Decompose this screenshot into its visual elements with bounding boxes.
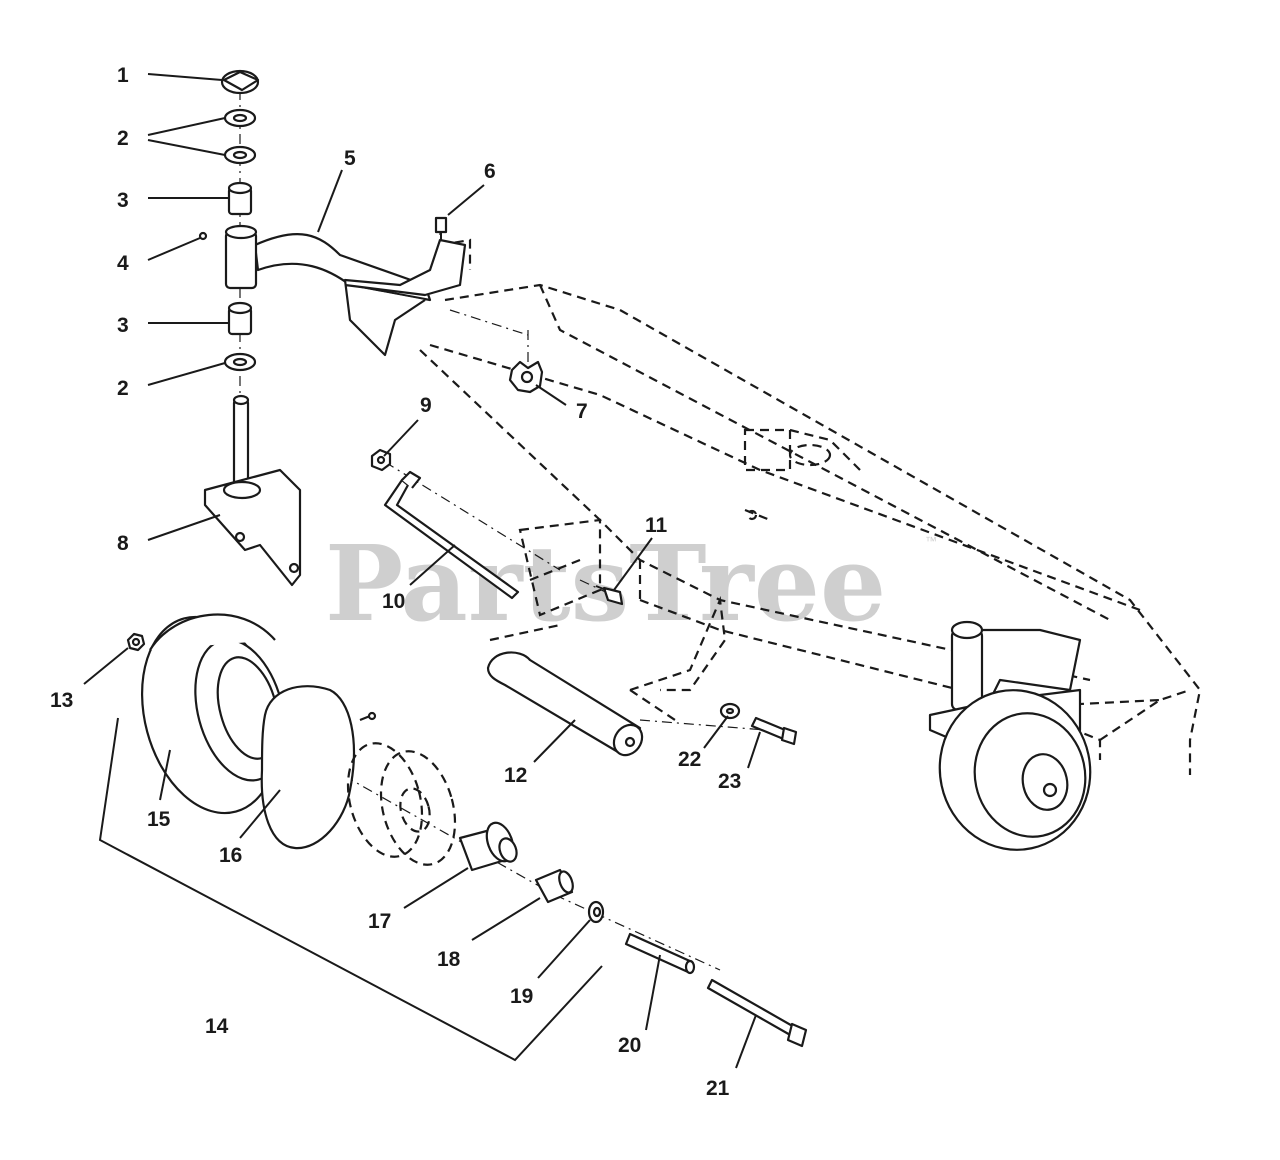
rim-halves <box>346 742 457 866</box>
callout-16: 16 <box>219 844 242 867</box>
callout-1: 1 <box>117 64 129 87</box>
callout-9: 9 <box>420 394 432 417</box>
spacer-tube-20 <box>624 932 696 975</box>
mower-deck-outline <box>419 238 1202 775</box>
spacer-18 <box>534 868 574 904</box>
axle-bolt-21 <box>706 978 808 1048</box>
callout-8: 8 <box>117 532 129 555</box>
callout-18: 18 <box>437 948 461 971</box>
callout-19: 19 <box>510 985 533 1008</box>
callout-6: 6 <box>484 160 496 183</box>
caster-bushing-lower <box>223 301 257 372</box>
callout-3b: 3 <box>117 314 129 337</box>
caster-bushing-upper <box>227 181 253 216</box>
callout-labels: 1 2 3 4 3 2 5 6 7 8 9 10 11 12 13 14 15 … <box>50 64 741 1100</box>
callout-4: 4 <box>117 252 129 275</box>
callout-21: 21 <box>706 1077 730 1100</box>
callout-3a: 3 <box>117 189 129 212</box>
callout-14: 14 <box>205 1015 229 1038</box>
caster-cap <box>220 69 260 95</box>
watermark-text: PartsTree <box>325 522 886 645</box>
anti-scalp-roller-12 <box>486 651 644 757</box>
flange-nut-7 <box>508 360 544 394</box>
tube-16 <box>260 685 377 850</box>
callout-17: 17 <box>368 910 391 933</box>
callout-2a: 2 <box>117 127 129 150</box>
callout-2b: 2 <box>117 377 129 400</box>
callout-5: 5 <box>344 147 356 170</box>
callout-10: 10 <box>382 590 405 613</box>
caster-arm <box>224 224 467 357</box>
callout-15: 15 <box>147 808 171 831</box>
hub-17 <box>458 821 518 872</box>
callout-11: 11 <box>645 514 668 537</box>
assembled-caster-wheel <box>928 620 1092 851</box>
grease-fitting <box>198 231 208 241</box>
caster-yoke <box>203 394 302 587</box>
callout-20: 20 <box>618 1034 641 1057</box>
lock-nut-13 <box>126 632 146 652</box>
callout-22: 22 <box>678 748 701 771</box>
bolt-6 <box>434 216 448 240</box>
roller-shaft-10 <box>383 470 520 600</box>
callout-12: 12 <box>504 764 527 787</box>
leader-lines <box>83 73 761 1069</box>
callout-13: 13 <box>50 689 73 712</box>
watermark-trademark: ™ <box>925 534 937 548</box>
bushing-washers <box>223 108 257 165</box>
callout-23: 23 <box>718 770 741 793</box>
callout-7: 7 <box>576 400 588 423</box>
washer-22 <box>719 702 741 720</box>
bolt-11 <box>595 585 624 606</box>
bolt-23 <box>750 716 798 746</box>
washer-19 <box>587 900 605 924</box>
